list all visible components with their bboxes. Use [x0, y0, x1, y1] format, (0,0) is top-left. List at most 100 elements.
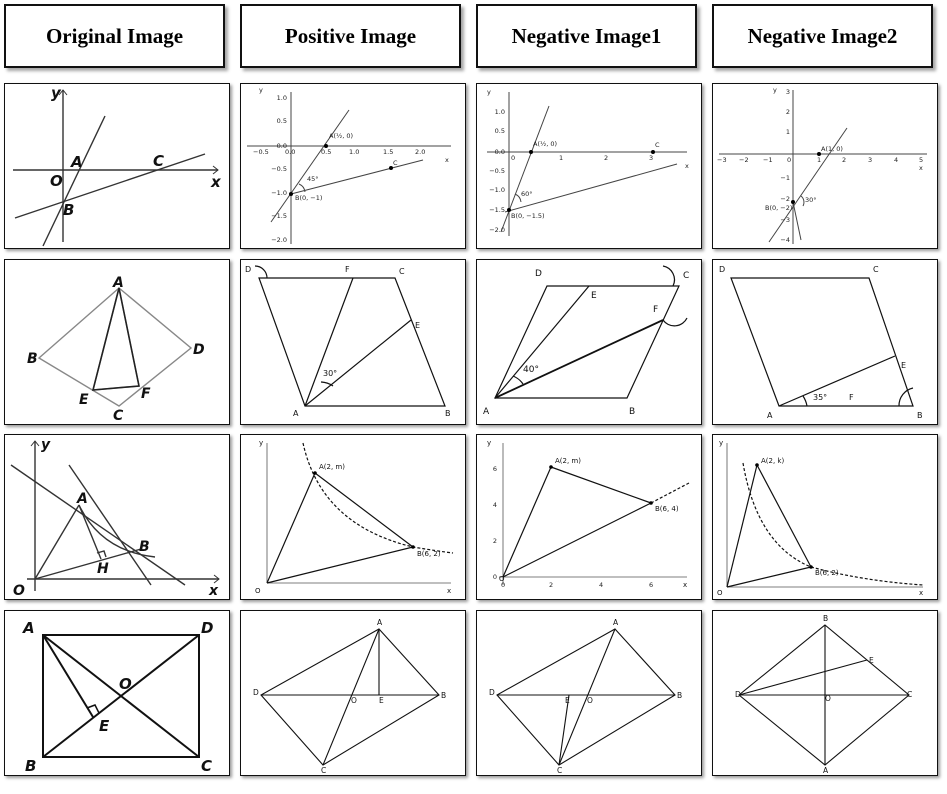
label-o: O	[13, 583, 25, 598]
label-angle: 30°	[323, 369, 337, 378]
label-e: E	[79, 392, 89, 408]
diagonal-ac	[322, 628, 380, 766]
ytick: 6	[493, 465, 497, 473]
header-negative2: Negative Image2	[712, 4, 933, 68]
label-a: A	[483, 407, 490, 417]
label-b: B	[629, 407, 635, 417]
label-a: A	[377, 618, 383, 627]
segment-ce	[558, 694, 570, 766]
segment-oa	[726, 464, 758, 588]
line-ab	[270, 109, 350, 223]
row3-positive-graph: A(2, m) B(6, 2) O y x	[255, 439, 454, 595]
ytick: 3	[786, 88, 790, 96]
label-b: B(0, −2)	[765, 204, 792, 212]
xtick: 2	[604, 154, 608, 162]
label-b: B	[441, 691, 446, 700]
line-bc	[504, 163, 678, 213]
label-a: A	[823, 766, 829, 774]
label-e: E	[415, 321, 420, 330]
row4-original: A D B C O E	[4, 610, 230, 776]
label-a: A	[112, 275, 124, 291]
label-d: D	[535, 269, 542, 279]
header-positive: Positive Image	[240, 4, 461, 68]
xtick: 1.0	[349, 148, 359, 156]
label-b: B	[445, 409, 451, 418]
label-e: E	[901, 361, 906, 370]
label-c: C	[907, 690, 912, 699]
label-y: y	[51, 84, 62, 102]
label-angle: 35°	[813, 393, 827, 402]
label-f: F	[141, 386, 151, 402]
label-y: y	[487, 88, 491, 96]
ytick: 2	[493, 537, 497, 545]
label-f: F	[849, 393, 854, 402]
line-ab	[768, 127, 848, 243]
xtick: 6	[649, 581, 653, 589]
row2-negative2: D C E A F B 35°	[712, 259, 938, 425]
label-o: O	[499, 575, 505, 583]
segment-ob	[34, 548, 142, 580]
label-a: A	[22, 619, 35, 637]
parallelogram	[258, 277, 446, 407]
label-e: E	[869, 656, 874, 665]
label-x: x	[445, 156, 449, 164]
label-c: C	[655, 141, 660, 149]
label-e: E	[565, 696, 570, 705]
label-d: D	[735, 690, 741, 699]
row4-positive-diagram: A D O E B C	[253, 618, 446, 774]
row2-negative2-diagram: D C E A F B 35°	[719, 265, 923, 420]
row1-positive-graph: 1.0 0.5 0.0 −0.5 −1.0 −1.5 −2.0 −0.5 0.0…	[247, 86, 451, 244]
row1-negative1-graph: 1.0 0.5 0.0 −0.5 −1.0 −1.5 −2.0 0 1 2 3 …	[487, 88, 689, 236]
xtick: −3	[717, 156, 727, 164]
label-e: E	[99, 717, 110, 735]
label-a: A	[76, 491, 88, 507]
ytick: 4	[493, 501, 497, 509]
xtick: 4	[599, 581, 603, 589]
label-c: C	[873, 265, 879, 274]
segment-ae	[494, 285, 590, 399]
ytick: −1.0	[271, 189, 287, 197]
label-o: O	[351, 696, 357, 705]
line-tangent	[10, 464, 186, 586]
label-b: B	[25, 757, 36, 774]
label-a: A	[767, 411, 773, 420]
label-d: D	[719, 265, 725, 274]
label-x: x	[208, 583, 219, 598]
row4-negative1: A D E O B C	[476, 610, 702, 776]
label-o: O	[255, 587, 261, 595]
xtick: 1.5	[383, 148, 393, 156]
label-d: D	[201, 619, 213, 637]
ytick: −1.5	[271, 212, 287, 220]
diagonal-bd	[42, 634, 200, 758]
label-a: A(2, m)	[555, 457, 581, 465]
label-x: x	[919, 164, 923, 172]
row1-negative1: 1.0 0.5 0.0 −0.5 −1.0 −1.5 −2.0 0 1 2 3 …	[476, 83, 702, 249]
row1-positive: 1.0 0.5 0.0 −0.5 −1.0 −1.5 −2.0 −0.5 0.0…	[240, 83, 466, 249]
ytick: −1.5	[489, 206, 505, 214]
label-b: B(6, 2)	[815, 569, 839, 577]
ytick: 0	[493, 573, 497, 581]
extension	[650, 482, 690, 504]
row3-negative1-graph: 6 4 2 0 0 2 4 6 A(2, m) B(6, 4) O y x	[487, 439, 690, 589]
label-o: O	[717, 589, 723, 597]
label-b: B(6, 2)	[417, 550, 441, 558]
label-o: O	[587, 696, 593, 705]
label-a: A(2, m)	[319, 463, 345, 471]
segment-ab	[756, 464, 812, 568]
xtick: −2	[739, 156, 749, 164]
segment-ae	[304, 319, 412, 407]
row4-negative1-diagram: A D E O B C	[489, 618, 682, 774]
row3-negative1: 6 4 2 0 0 2 4 6 A(2, m) B(6, 4) O y x	[476, 434, 702, 600]
xtick: 4	[894, 156, 898, 164]
xtick: 2.0	[415, 148, 425, 156]
parallelogram	[494, 285, 680, 399]
segment-af	[494, 319, 664, 399]
label-h: H	[97, 561, 109, 577]
row1-original-diagram: y x O A B C	[13, 84, 222, 247]
row2-negative1-diagram: D E C F A B 40°	[483, 265, 689, 417]
ytick: 1.0	[495, 108, 505, 116]
ytick: −0.5	[489, 167, 505, 175]
ytick: −2	[780, 195, 790, 203]
line-bc	[290, 159, 424, 195]
hyperbola	[742, 462, 924, 586]
